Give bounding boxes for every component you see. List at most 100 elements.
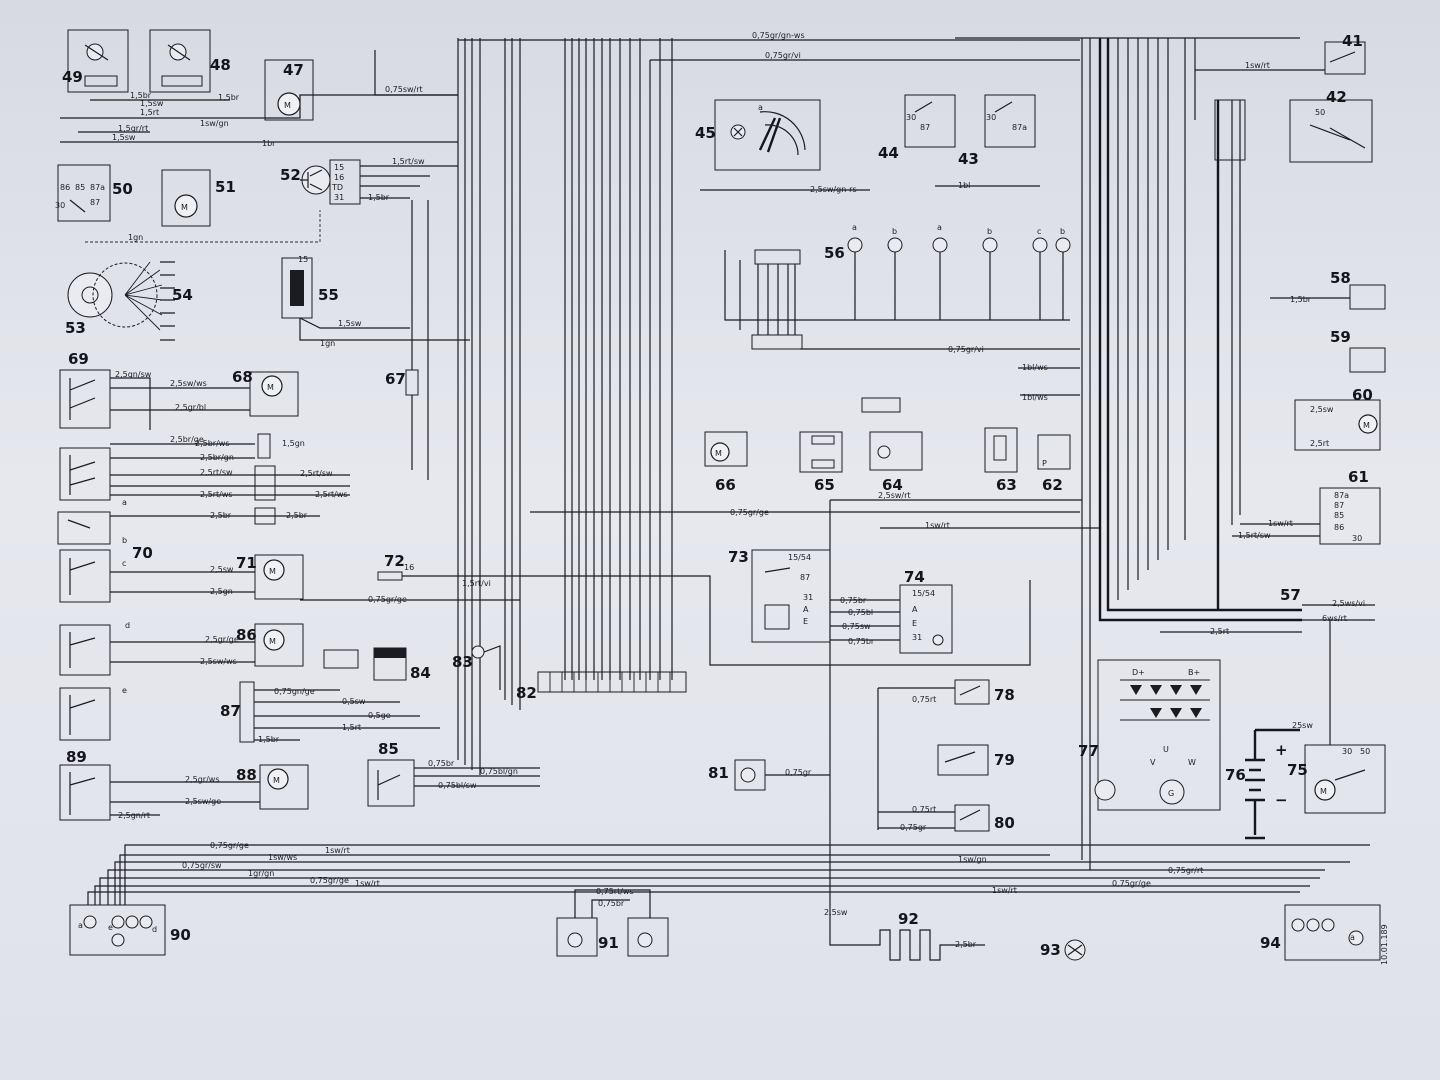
component-number: 52	[280, 166, 301, 184]
terminal-label: 87	[90, 198, 100, 207]
terminal-label: 31	[803, 593, 813, 602]
component-number: 64	[882, 476, 903, 494]
component-number: 69	[68, 350, 89, 368]
component-number: 77	[1078, 742, 1099, 760]
component-91-lamps: 91 0,75rt/ws 0,75br	[556, 887, 669, 957]
component-number: 78	[994, 686, 1015, 704]
wire-label: 2,5sw	[824, 908, 848, 917]
component-number: 73	[728, 548, 749, 566]
wire-label: 2,5rt/sw	[300, 469, 333, 478]
component-66-motor: M 66	[704, 431, 748, 494]
component-48-switch: 48	[149, 29, 231, 93]
component-87-connector: 87 0,75gn/ge 0,5sw 0,5ge 1,5rt 1,5br	[220, 681, 440, 744]
wire-label: 1,5gn	[282, 439, 305, 448]
component-93-horn: 93	[1040, 939, 1086, 961]
wire-label: 1,5rt/vi	[462, 579, 491, 588]
wire-label: 0,75gr/ge	[210, 841, 249, 850]
terminal-label: 86	[60, 183, 70, 192]
component-94-instrument-cluster: a 94 10.01.189	[1260, 904, 1389, 965]
component-81-lamp: 81 0,75gr	[708, 759, 830, 791]
wire-label: 2,5sw/ge	[185, 797, 221, 806]
terminal-label: 87	[920, 123, 930, 132]
wire-label: 25sw	[1292, 721, 1313, 730]
dashed-wire	[85, 210, 321, 243]
wire-label: 1,5br	[368, 193, 390, 202]
component-57-junction: 57 2,5ws/vi 6ws/rt 2,5rt	[1160, 586, 1375, 745]
wire-label: 2,5br/ws	[195, 439, 230, 448]
component-number: 88	[236, 766, 257, 784]
wire-label: 2,5br	[955, 940, 977, 949]
terminal-label: A	[803, 605, 809, 614]
component-53-54-distributor: 54 53	[65, 261, 193, 341]
wire-label: 1,5rt/sw	[1238, 531, 1271, 540]
component-number: 44	[878, 144, 899, 162]
wire-label: 2,5rt/sw	[200, 468, 233, 477]
wire-label: 0,5ge	[368, 711, 391, 720]
component-number: 53	[65, 319, 86, 337]
component-45-light-switch: a 45 2,5sw/gn-rs	[695, 99, 870, 194]
component-number: 57	[1280, 586, 1301, 604]
motor-symbol: M	[1363, 421, 1370, 430]
component-63-relay: 63 1bl/ws	[984, 393, 1080, 494]
component-number: 56	[824, 244, 845, 262]
terminal-label: 87	[1334, 501, 1344, 510]
terminal-label: 31	[334, 193, 344, 202]
terminal-label: 16	[404, 563, 414, 572]
wire-label: 2,5br	[210, 511, 232, 520]
motor-symbol: M	[269, 637, 276, 646]
terminal-label: 50	[1315, 108, 1325, 117]
wire-label: 2,5ws/vi	[1332, 599, 1365, 608]
terminal-label: 86	[1334, 523, 1344, 532]
wire-label: 0,75sw/rt	[385, 85, 423, 94]
component-number: 60	[1352, 386, 1373, 404]
wire-label: 0,75gr/rt	[1168, 866, 1203, 875]
component-number: 65	[814, 476, 835, 494]
wire-label: 2,5sw	[210, 565, 234, 574]
component-52-transistor: 15 16 TD 31 1,5rt/sw 1,5br 52	[280, 157, 458, 205]
component-number: 86	[236, 626, 257, 644]
motor-symbol: M	[715, 449, 722, 458]
marker-b: b	[892, 227, 897, 236]
wire-label: 1,5br	[258, 735, 280, 744]
wire-label: 2,5gr/bl	[175, 403, 206, 412]
vertical-bus-lines	[457, 38, 1302, 870]
component-69-switch: 69 2,5gn/sw 2,5sw/ws 2,5gr/bl	[59, 350, 250, 430]
component-number: 43	[958, 150, 979, 168]
position-0: a	[758, 103, 763, 112]
component-number: 45	[695, 124, 716, 142]
terminal-label: 30	[906, 113, 916, 122]
wire-label: 2,5rt	[1310, 439, 1329, 448]
component-number: 72	[384, 552, 405, 570]
component-number: 51	[215, 178, 236, 196]
component-number: 63	[996, 476, 1017, 494]
wire-label: 0,75gr/ge	[730, 508, 769, 517]
component-number: 79	[994, 751, 1015, 769]
component-number: 41	[1342, 32, 1363, 50]
marker-b: b	[122, 536, 127, 545]
wire-label: 0,75bl/sw	[438, 781, 477, 790]
component-number: 84	[410, 664, 431, 682]
wire-label: 1sw/rt	[325, 846, 350, 855]
wire-label: 2,5gn	[210, 587, 233, 596]
wire-label: 0,75sw	[842, 622, 871, 631]
component-73-regulator: 15/54 87 31 A E 73 0,75br 0,75bl 0,75sw …	[728, 548, 900, 646]
component-90-instrument-cluster: a e d 90	[69, 904, 191, 956]
component-79-switch: 79	[937, 744, 1015, 776]
component-60-motor: M 60 2,5sw 2,5rt	[1294, 386, 1381, 451]
marker-a: a	[937, 223, 942, 232]
marker-d: d	[152, 925, 157, 934]
component-82-connector-strip: 82	[516, 671, 687, 702]
marker-b: b	[1060, 227, 1065, 236]
wire-label: 0,75gr/ge	[368, 595, 407, 604]
component-70-switch-bank: 70 a b c 2,5br/ge 2,5br/ws 1,5gn 2,5br/g…	[57, 433, 350, 603]
component-number: 92	[898, 910, 919, 928]
component-number: 58	[1330, 269, 1351, 287]
top-horizontal-wires: 0,75gr/gn-ws 0,75gr/vi 0,75sw/rt 1sw/gn …	[60, 31, 1300, 148]
component-number: 94	[1260, 934, 1281, 952]
component-number: 90	[170, 926, 191, 944]
component-86-motor: d M 86 2,5gr/ge 2,5sw/ws	[59, 621, 304, 676]
component-43-relay: 30 87a 43 1bl	[935, 94, 1040, 190]
wire-label: 1,5sw	[112, 133, 136, 142]
component-55-coil: 15 55 1,5sw 1gn	[281, 255, 470, 348]
component-42-wiper-motor: 50 42	[1214, 88, 1373, 163]
